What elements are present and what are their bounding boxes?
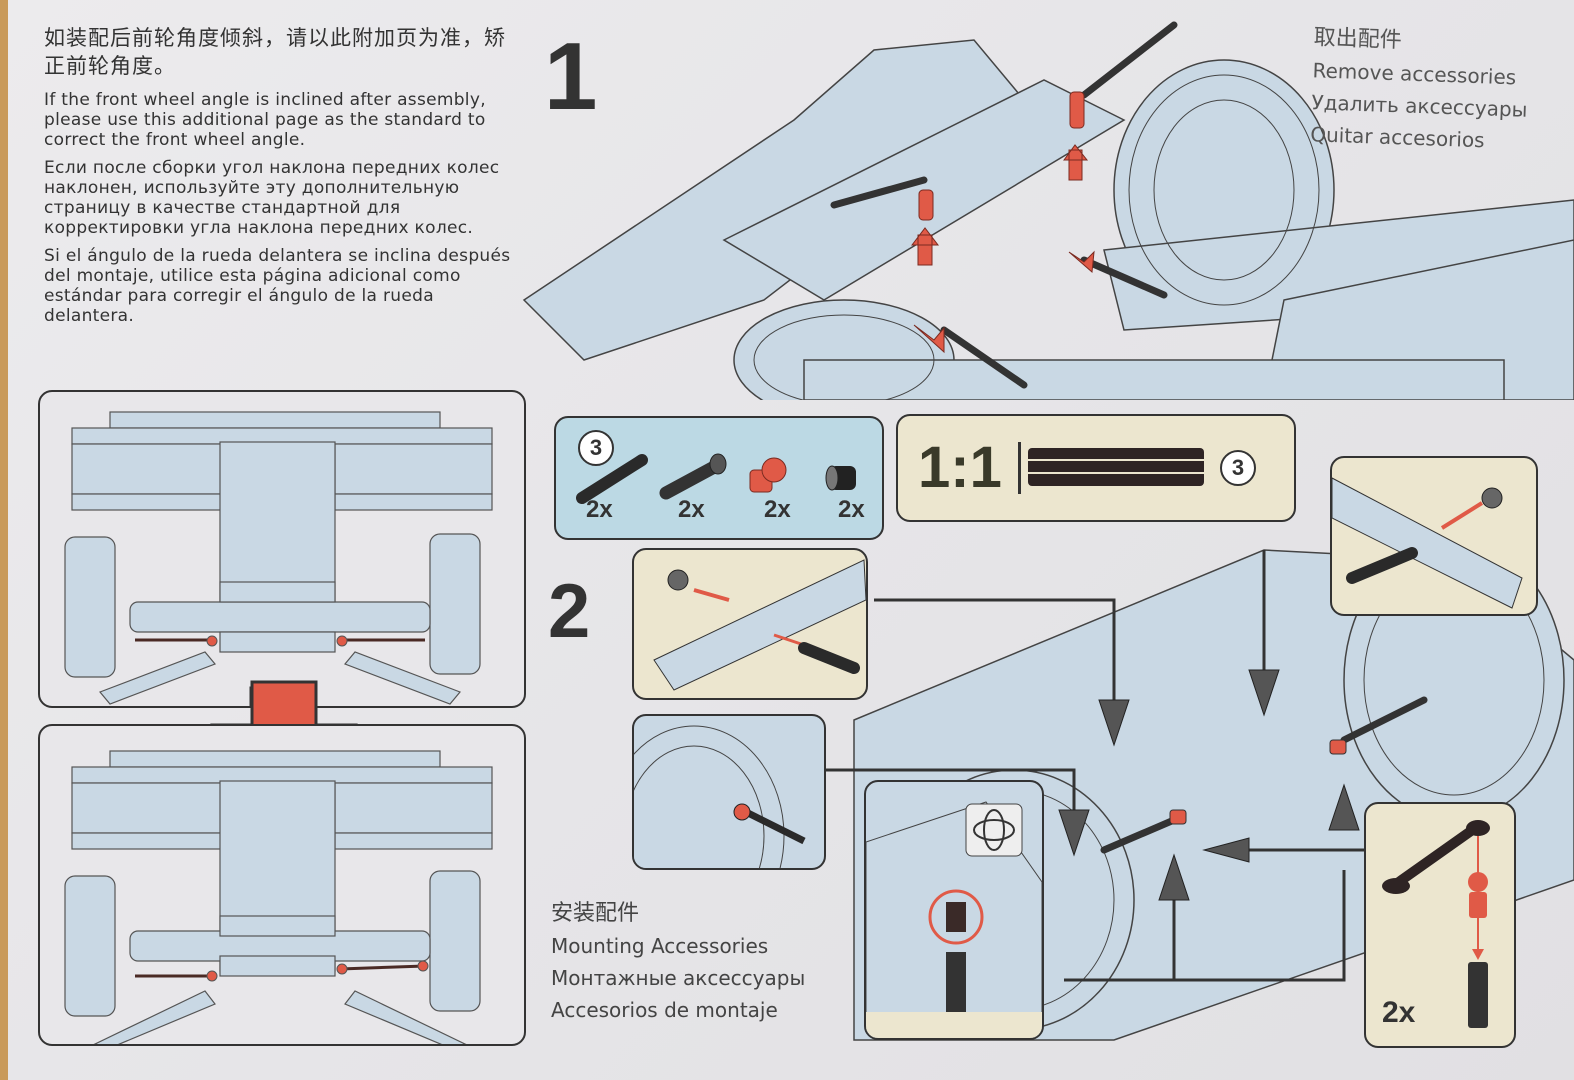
chassis-top-view-before: [64, 411, 493, 706]
callout-suspension-detail: [864, 780, 1044, 1040]
callout-link-assembly: 2x: [1364, 802, 1516, 1048]
mount-caption-zh: 安装配件: [551, 901, 640, 926]
beam-pin-insert-icon: [653, 559, 866, 691]
intro-ru: Если после сборки угол наклона передних …: [44, 158, 500, 238]
callout-left-beam: [632, 548, 868, 700]
mount-caption-es: Accesorios de montaje: [551, 998, 778, 1022]
step-1-illustration: [522, 21, 1574, 400]
part-qty-3: 2x: [764, 496, 791, 523]
axle-pin-black-icon: [576, 454, 648, 504]
suspension-detail: [866, 801, 1042, 1038]
axle-length-icon: [1018, 442, 1204, 494]
step-2-number: 2: [548, 569, 591, 654]
part-qty-4: 2x: [838, 496, 865, 523]
remove-accessories-caption: 取出配件 Remove accessories Удалить аксессуа…: [1310, 22, 1530, 157]
chassis-top-view-after: [64, 750, 493, 1044]
top-view-before: [38, 390, 526, 708]
mount-caption-ru: Монтажные аксессуары: [551, 966, 806, 990]
callout-right-beam: [1330, 456, 1538, 616]
instruction-page: 如装配后前轮角度倾斜，请以此附加页为准，矫正前轮角度。 If the front…: [8, 0, 1574, 1080]
link-ball-joint-assembly-icon: [1382, 820, 1490, 1028]
scale-reference-box: 1:1 3: [896, 414, 1296, 522]
wheel-hub-detail: [634, 725, 806, 868]
callout-qty: 2x: [1382, 996, 1416, 1029]
bushing-black-icon: [825, 465, 856, 491]
axle-length-badge: 3: [1220, 450, 1256, 486]
top-view-after: [38, 724, 526, 1046]
long-pin-with-bushing-icon: [659, 453, 727, 500]
mount-caption-en: Mounting Accessories: [551, 934, 769, 958]
callout-wheel-detail: [632, 714, 826, 870]
step-1-number: 1: [544, 23, 598, 130]
bag-number-badge: 3: [578, 430, 614, 466]
part-qty-2: 2x: [678, 496, 705, 523]
intro-text: 如装配后前轮角度倾斜，请以此附加页为准，矫正前轮角度。 If the front…: [44, 24, 514, 334]
part-qty-1: 2x: [586, 496, 613, 523]
intro-es: Si el ángulo de la rueda delantera se in…: [44, 246, 511, 326]
intro-zh: 如装配后前轮角度倾斜，请以此附加页为准，矫正前轮角度。: [44, 26, 506, 78]
beam-pin-insert-icon-mirrored: [1332, 477, 1523, 609]
ball-joint-red-icon: [749, 457, 787, 493]
intro-en: If the front wheel angle is inclined aft…: [44, 90, 486, 150]
scale-ratio: 1:1: [918, 435, 1002, 500]
parts-list-box: 3 2x 2x 2x 2x: [554, 416, 884, 540]
mounting-accessories-caption: 安装配件 Mounting Accessories Монтажные аксе…: [551, 898, 805, 1026]
